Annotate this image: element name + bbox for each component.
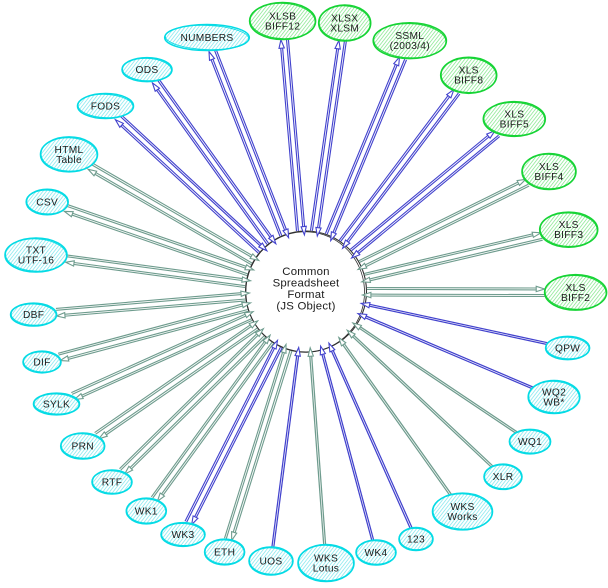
svg-text:SSML: SSML (395, 31, 424, 42)
svg-text:WQ1: WQ1 (518, 437, 542, 448)
svg-text:WK1: WK1 (135, 506, 158, 517)
svg-text:WK4: WK4 (365, 548, 388, 559)
svg-text:BIFF5: BIFF5 (500, 119, 529, 130)
svg-text:XLS: XLS (504, 109, 524, 120)
svg-text:XLS: XLS (566, 283, 586, 294)
svg-text:XLS: XLS (559, 220, 579, 231)
svg-text:UOS: UOS (260, 556, 283, 567)
svg-text:XLSX: XLSX (331, 13, 358, 24)
svg-text:Works: Works (447, 512, 477, 523)
svg-text:Lotus: Lotus (313, 563, 339, 574)
svg-text:TXT: TXT (26, 245, 46, 256)
svg-text:RTF: RTF (102, 477, 123, 488)
svg-text:ODS: ODS (136, 65, 159, 76)
svg-text:BIFF4: BIFF4 (534, 172, 563, 183)
svg-text:XLS: XLS (459, 66, 479, 77)
svg-text:XLSB: XLSB (269, 11, 296, 22)
svg-text:WB*: WB* (543, 397, 564, 408)
svg-text:DIF: DIF (33, 357, 50, 368)
svg-text:SYLK: SYLK (43, 399, 70, 410)
svg-text:WQ2: WQ2 (542, 387, 566, 398)
svg-text:DBF: DBF (23, 310, 44, 321)
svg-text:NUMBERS: NUMBERS (180, 33, 233, 44)
svg-text:ETH: ETH (214, 547, 235, 558)
svg-text:XLR: XLR (493, 472, 514, 483)
svg-text:123: 123 (407, 534, 425, 545)
svg-text:WK3: WK3 (172, 530, 195, 541)
svg-text:Common: Common (282, 266, 329, 278)
svg-text:PRN: PRN (71, 441, 93, 452)
svg-text:CSV: CSV (36, 197, 58, 208)
svg-text:(2003/4): (2003/4) (390, 41, 430, 52)
svg-text:BIFF8: BIFF8 (454, 76, 483, 87)
svg-text:BIFF3: BIFF3 (554, 230, 583, 241)
svg-text:UTF-16: UTF-16 (18, 255, 54, 266)
svg-text:BIFF2: BIFF2 (561, 293, 590, 304)
svg-text:Spreadsheet: Spreadsheet (273, 278, 340, 290)
svg-text:XLSM: XLSM (330, 23, 359, 34)
svg-text:HTML: HTML (55, 145, 84, 156)
svg-text:XLS: XLS (539, 162, 559, 173)
svg-text:Table: Table (56, 155, 82, 166)
svg-text:QPW: QPW (555, 343, 580, 354)
svg-text:FODS: FODS (91, 101, 121, 112)
svg-text:WKS: WKS (450, 502, 474, 513)
svg-text:WKS: WKS (314, 553, 338, 564)
svg-text:Format: Format (287, 289, 325, 301)
svg-text:BIFF12: BIFF12 (265, 21, 300, 32)
svg-text:(JS Object): (JS Object) (276, 301, 335, 313)
